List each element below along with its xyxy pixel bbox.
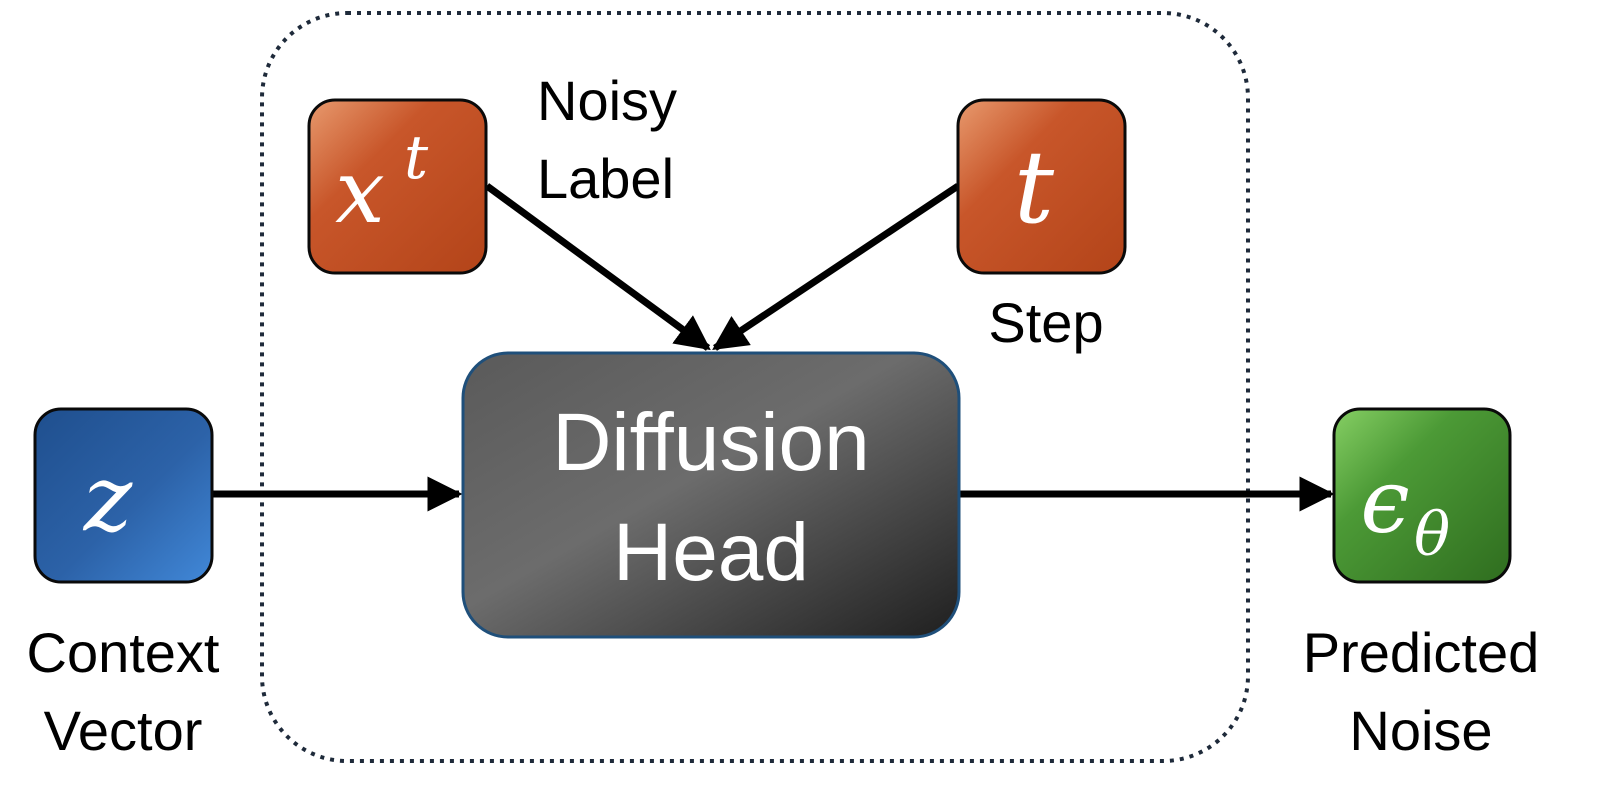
predicted-noise-caption-line2: Noise [1349,699,1492,762]
noisy-label-caption-line2: Label [537,147,674,210]
edge-step-to-head [712,183,960,351]
context-vector-caption-line1: Context [27,621,220,684]
context-vector-caption-line2: Vector [44,699,203,762]
edge-noisy-label-to-head [484,183,711,351]
predicted-noise-box [1332,407,1512,584]
predicted-noise-caption-line1: Predicted [1303,621,1540,684]
diffusion-head-box [461,351,961,639]
noisy-label-node: x t [307,98,488,275]
context-vector-box [33,407,214,584]
diffusion-head-label-line2: Head [613,507,809,598]
step-node: t [956,98,1127,275]
noisy-label-symbol-superscript: t [404,123,429,193]
noisy-label-symbol: x [335,140,385,243]
noisy-label-caption-line1: Noisy [537,69,677,132]
context-vector-symbol: z [83,445,133,552]
predicted-noise-node: ϵ θ [1332,407,1512,584]
diffusion-head-label-line1: Diffusion [552,397,870,488]
context-vector-node: z [33,407,214,584]
diffusion-head-node: Diffusion Head [461,351,961,639]
noisy-label-box [307,98,488,275]
step-caption: Step [988,291,1103,354]
predicted-noise-symbol-subscript: θ [1414,500,1450,570]
step-box [956,98,1127,275]
step-symbol: t [1014,129,1055,246]
predicted-noise-symbol: ϵ [1360,450,1409,553]
